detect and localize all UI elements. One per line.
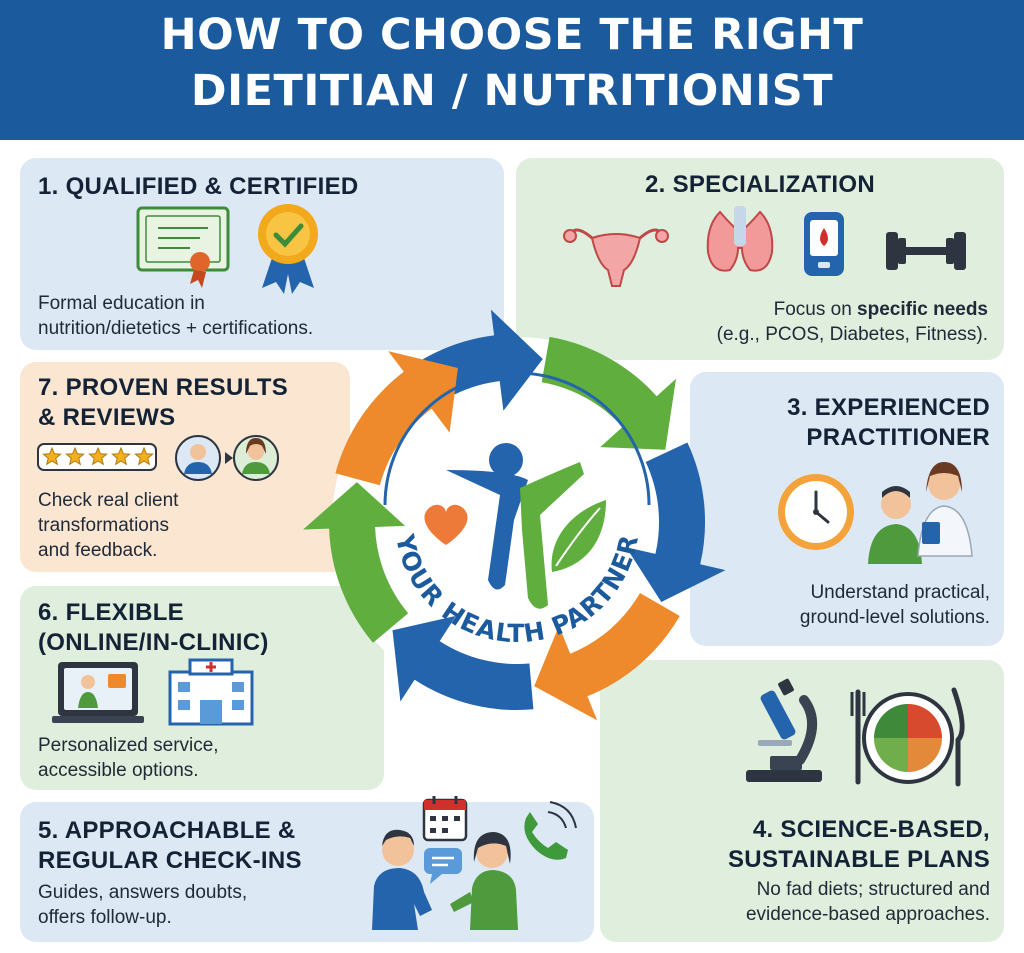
rating-star — [65, 446, 85, 466]
leaf-icon — [551, 500, 606, 572]
panel-5-title: 5. APPROACHABLE & REGULAR CHECK-INS — [38, 817, 302, 874]
panel-qualified-certified — [20, 158, 504, 350]
certificate-icon — [136, 206, 230, 288]
page-title-line-1: HOW TO CHOOSE THE RIGHT — [160, 10, 864, 60]
panel-6-title: 6. FLEXIBLE (ONLINE/IN-CLINIC) — [38, 599, 269, 656]
glucose-meter-icon — [804, 212, 844, 276]
rating-star — [42, 446, 62, 466]
cycle-arrow-4 — [534, 593, 680, 721]
person-icon — [446, 443, 584, 609]
panel-3-description: Understand practical, ground-level solut… — [799, 582, 990, 628]
cycle-arrow-5 — [392, 615, 534, 711]
progress-arrow-icon — [225, 452, 233, 464]
calendar-icon — [422, 796, 468, 842]
rating-star — [111, 446, 131, 466]
five-star-rating-icon — [37, 443, 157, 471]
panel-6-description: Personalized service, accessible options… — [38, 735, 219, 781]
cycle-arrow-3 — [626, 442, 726, 602]
panel-5-description: Guides, answers doubts, offers follow-up… — [38, 882, 248, 928]
cycle-arrows — [303, 309, 726, 721]
cycle-arrow-2 — [541, 336, 676, 450]
rating-star — [134, 446, 154, 466]
before-avatar-icon — [175, 435, 221, 481]
phone-icon — [524, 801, 577, 860]
after-avatar-icon — [233, 435, 279, 481]
inner-arc — [383, 371, 651, 506]
panel-7-title: 7. PROVEN RESULTS & REVIEWS — [38, 374, 289, 431]
chat-bubble-icon — [424, 848, 462, 884]
thyroid-icon — [706, 206, 774, 272]
center-circle-background — [332, 337, 702, 707]
panel-1-description: Formal education in nutrition/dietetics … — [38, 293, 314, 339]
uterus-icon — [563, 228, 669, 287]
panel-1-title: 1. QUALIFIED & CERTIFIED — [38, 173, 359, 200]
video-call-laptop-icon — [52, 662, 144, 723]
clinic-building-icon — [168, 658, 254, 726]
dumbbell-icon — [886, 232, 966, 270]
panel-7-description: Check real client transformations and fe… — [38, 490, 179, 561]
conversation-icon — [372, 829, 518, 930]
panel-3-title: 3. EXPERIENCED PRACTITIONER — [787, 394, 990, 451]
header-banner: HOW TO CHOOSE THE RIGHT DIETITIAN / NUTR… — [0, 0, 1024, 140]
rating-star — [88, 446, 108, 466]
cycle-arrow-7 — [335, 351, 458, 486]
panel-4-description: No fad diets; structured and evidence-ba… — [745, 879, 990, 925]
page-title-line-2: DIETITIAN / NUTRITIONIST — [190, 66, 834, 116]
panel-4-title: 4. SCIENCE-BASED, SUSTAINABLE PLANS — [728, 816, 990, 873]
cycle-arrow-6 — [303, 482, 409, 643]
panel-2-description: Focus on specific needs (e.g., PCOS, Dia… — [716, 299, 988, 345]
clock-icon — [778, 474, 854, 550]
heart-icon — [424, 504, 468, 545]
consultation-icon — [868, 462, 973, 564]
balanced-plate-icon — [850, 687, 965, 787]
microscope-icon — [746, 678, 822, 782]
panel-2-title: 2. SPECIALIZATION — [644, 171, 875, 198]
award-badge-icon — [258, 204, 318, 294]
